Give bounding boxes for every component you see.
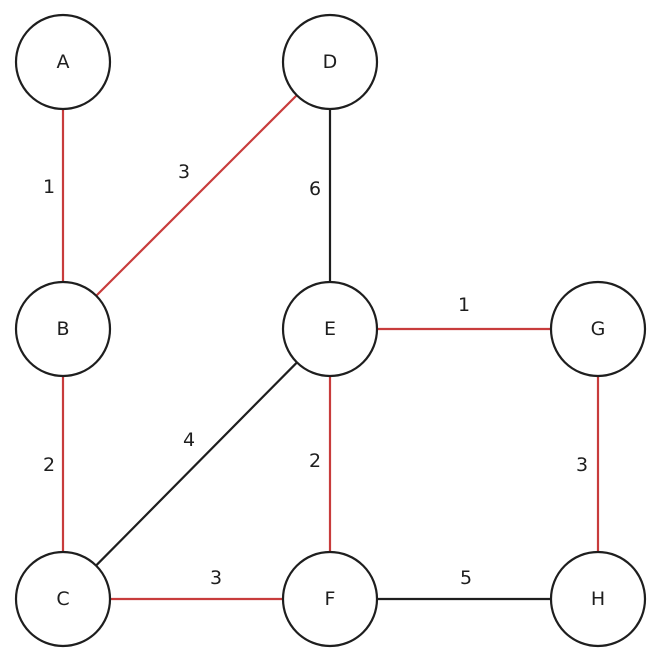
nodes-layer: A D B E G C F H	[14, 13, 647, 648]
node-a: A	[14, 13, 112, 111]
node-label-d: D	[323, 51, 338, 73]
node-d: D	[281, 13, 379, 111]
node-label-a: A	[57, 51, 70, 73]
node-circle-e	[281, 280, 379, 378]
node-label-g: G	[591, 318, 606, 340]
edges-layer	[61, 94, 600, 601]
node-g: G	[549, 280, 647, 378]
edge-b-d	[95, 94, 298, 297]
node-circle-f	[281, 550, 379, 648]
edge-weight-c-f: 3	[210, 567, 222, 589]
node-b: B	[14, 280, 112, 378]
node-circle-a	[14, 13, 112, 111]
edge-weight-d-e: 6	[309, 178, 321, 200]
node-label-h: H	[591, 588, 605, 610]
node-circle-b	[14, 280, 112, 378]
node-h: H	[549, 550, 647, 648]
node-label-b: B	[56, 318, 69, 340]
node-label-e: E	[324, 318, 336, 340]
edge-e-c	[94, 361, 299, 567]
node-label-c: C	[56, 588, 69, 610]
edge-weight-e-g: 1	[458, 294, 470, 316]
edge-weight-g-h: 3	[576, 454, 588, 476]
edge-weight-a-b: 1	[43, 176, 55, 198]
node-label-f: F	[325, 588, 336, 610]
node-e: E	[281, 280, 379, 378]
edge-weight-b-c: 2	[43, 454, 55, 476]
node-circle-g	[549, 280, 647, 378]
edge-weights-layer: 1 3 6 1 2 4 2 3 3 5	[43, 161, 588, 589]
node-f: F	[281, 550, 379, 648]
edge-weight-f-h: 5	[460, 567, 472, 589]
edge-weight-e-f: 2	[309, 450, 321, 472]
node-circle-c	[14, 550, 112, 648]
edge-weight-b-d: 3	[178, 161, 190, 183]
node-circle-d	[281, 13, 379, 111]
node-c: C	[14, 550, 112, 648]
node-circle-h	[549, 550, 647, 648]
edge-weight-e-c: 4	[183, 429, 195, 451]
